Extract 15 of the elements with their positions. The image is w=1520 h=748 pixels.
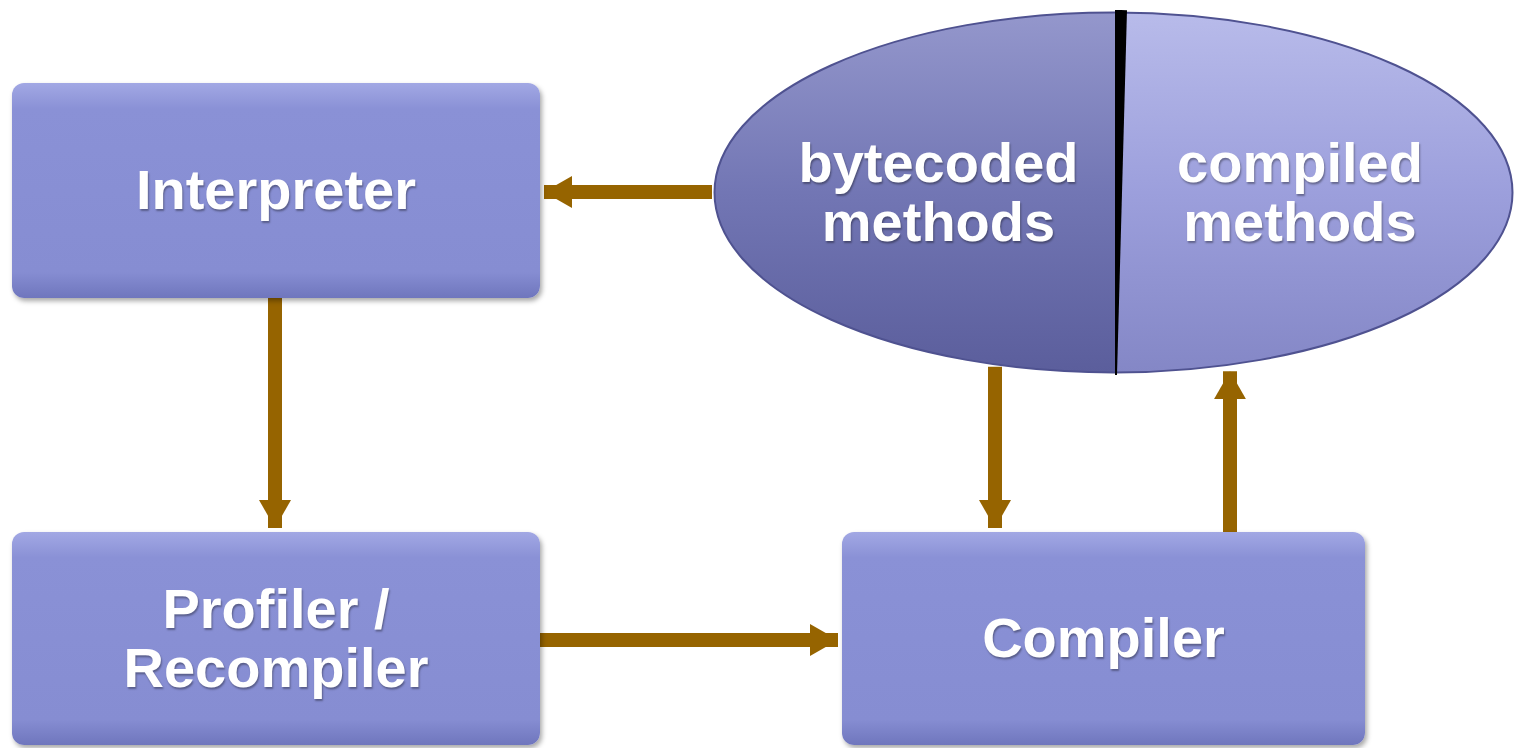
ellipse-half bbox=[1115, 10, 1515, 375]
arrow bbox=[544, 176, 712, 208]
process-box bbox=[12, 532, 540, 745]
node-label: compiled methods bbox=[1176, 133, 1424, 252]
ellipse bbox=[712, 10, 1515, 375]
node-label: Interpreter bbox=[135, 161, 417, 220]
node-label: Compiler bbox=[982, 609, 1225, 668]
node-label: Profiler / Recompiler bbox=[122, 579, 430, 698]
arrow bbox=[1214, 371, 1246, 532]
node-label: bytecoded methods bbox=[797, 133, 1080, 252]
process-box bbox=[842, 532, 1365, 745]
arrow bbox=[259, 298, 291, 528]
arrow bbox=[540, 624, 838, 656]
arrow bbox=[979, 366, 1011, 528]
process-box bbox=[12, 83, 540, 298]
